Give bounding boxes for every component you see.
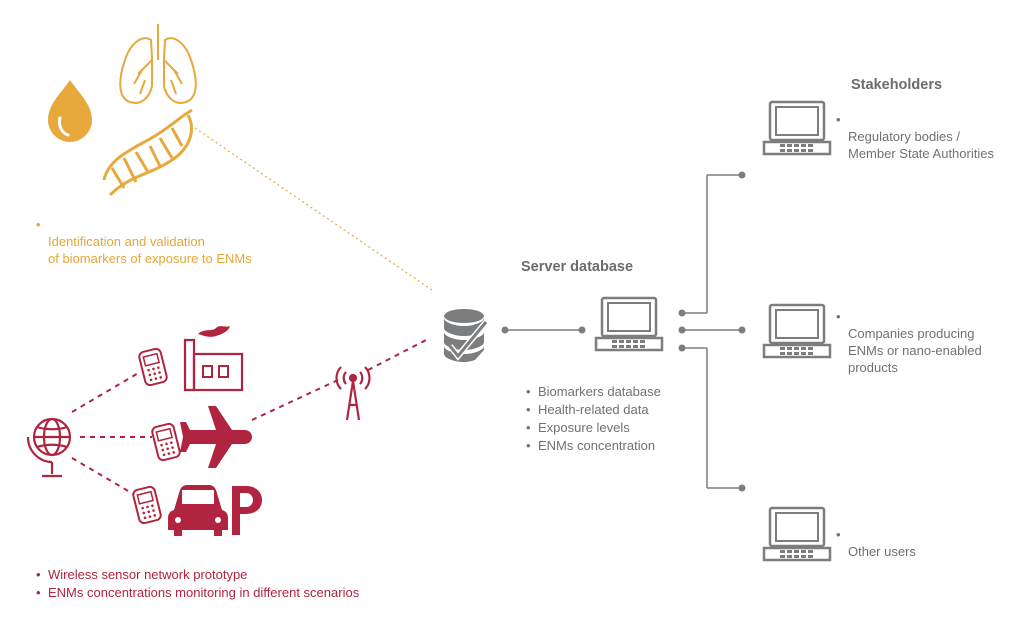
stakeholder-laptop-icon (762, 100, 832, 156)
stakeholder-item: •Other users (836, 527, 916, 559)
biomarkers-bullet: •Identification and validation of biomar… (36, 217, 252, 266)
sensor-bullet-text: Wireless sensor network prototype (48, 567, 248, 582)
server-bullet: •ENMs concentration (526, 438, 656, 453)
server-bullet-text: Health-related data (538, 402, 649, 417)
sensor-bullet-1: •Wireless sensor network prototype (36, 567, 248, 582)
drop-highlight (58, 116, 70, 137)
stakeholder-laptop-icon (762, 303, 832, 359)
server-bullet-text: Biomarkers database (538, 384, 661, 399)
phone-icon (131, 484, 163, 526)
drop-icon (48, 80, 92, 142)
stakeholder-item: •Regulatory bodies / Member State Author… (836, 112, 994, 161)
stakeholder-laptop-icon (762, 506, 832, 562)
phone-icon (137, 346, 169, 388)
car-light (175, 517, 181, 523)
globe-icon (26, 417, 72, 478)
server-links (507, 174, 742, 489)
airplane-icon (180, 406, 252, 468)
lungs-icon (119, 24, 197, 104)
link-nodes (501, 171, 746, 492)
stakeholder-item-text: Regulatory bodies / Member State Authori… (848, 129, 994, 161)
sensor-network-links (71, 337, 431, 496)
parking-icon (232, 486, 262, 535)
phone-icon (150, 421, 182, 463)
stakeholder-item: •Companies producing ENMs or nano-enable… (836, 309, 982, 375)
server-bullet-text: Exposure levels (538, 420, 630, 435)
server-bullet: •Biomarkers database (526, 384, 661, 399)
server-laptop-icon (594, 296, 664, 352)
stakeholder-item-text: Companies producing ENMs or nano-enabled… (848, 326, 982, 375)
car-light (215, 517, 221, 523)
car-window (182, 490, 214, 504)
server-title: Server database (521, 259, 634, 275)
stakeholders-title: Stakeholders (851, 77, 943, 93)
stakeholder-item-text: Other users (848, 544, 916, 559)
dna-icon (102, 108, 193, 197)
biomarkers-text: Identification and validation of biomark… (48, 234, 252, 266)
server-bullet-text: ENMs concentration (538, 438, 656, 453)
server-bullet: •Health-related data (526, 402, 649, 417)
server-bullet: •Exposure levels (526, 420, 630, 435)
factory-icon (183, 326, 244, 392)
antenna-icon (335, 366, 371, 421)
database-check-icon (444, 309, 489, 362)
sensor-bullet-2: •ENMs concentrations monitoring in diffe… (36, 585, 360, 600)
sensor-bullet-text: ENMs concentrations monitoring in differ… (48, 585, 360, 600)
